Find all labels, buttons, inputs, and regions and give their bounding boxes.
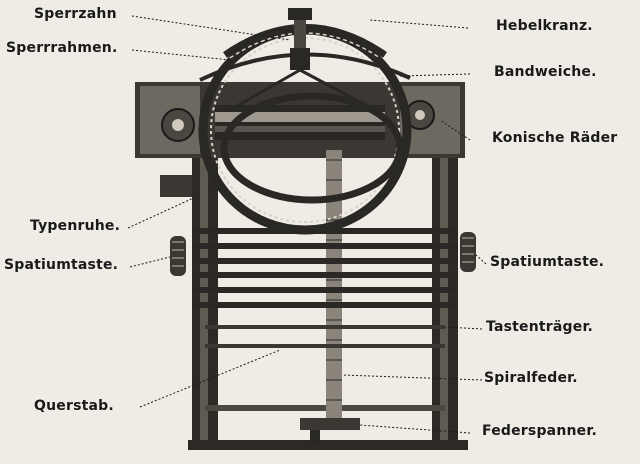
- label-konische-raeder: Konische Räder: [492, 130, 617, 146]
- label-tastentraeger: Tastenträger.: [486, 319, 593, 335]
- label-spatiumtaste-right: Spatiumtaste.: [490, 254, 604, 270]
- label-sperrzahn: Sperrzahn: [34, 6, 117, 22]
- label-sperrrahmen: Sperrrahmen.: [6, 40, 118, 56]
- label-typenruhe: Typenruhe.: [30, 218, 120, 234]
- label-spatiumtaste-left: Spatiumtaste.: [4, 257, 118, 273]
- label-federspanner: Federspanner.: [482, 423, 597, 439]
- label-hebelkranz: Hebelkranz.: [496, 18, 593, 34]
- label-querstab: Querstab.: [34, 398, 114, 414]
- label-bandweiche: Bandweiche.: [494, 64, 597, 80]
- label-spiralfeder: Spiralfeder.: [484, 370, 578, 386]
